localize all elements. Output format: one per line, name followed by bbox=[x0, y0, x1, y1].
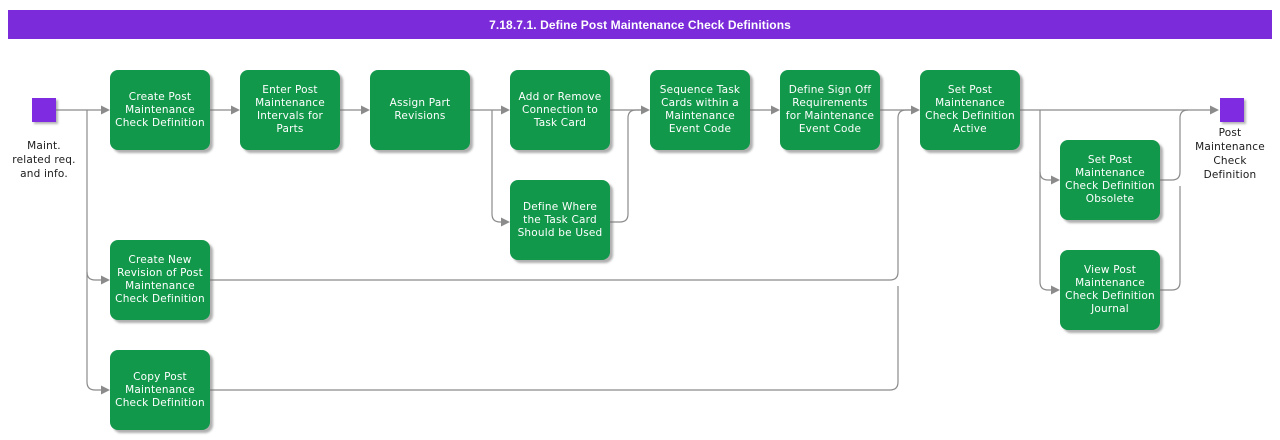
node-label: Copy Post Maintenance Check Definition bbox=[115, 370, 205, 409]
node-enter-post-maintenance-intervals-for-parts[interactable]: Enter Post Maintenance Intervals for Par… bbox=[240, 70, 340, 150]
end-terminal-label: Post Maintenance Check Definition bbox=[1195, 127, 1265, 181]
node-define-where-the-task-card-should-be-used[interactable]: Define Where the Task Card Should be Use… bbox=[510, 180, 610, 260]
node-add-or-remove-connection-to-task-card[interactable]: Add or Remove Connection to Task Card bbox=[510, 70, 610, 150]
node-sequence-task-cards-within-maintenance-event-code[interactable]: Sequence Task Cards within a Maintenance… bbox=[650, 70, 750, 150]
diagram-title-bar: 7.18.7.1. Define Post Maintenance Check … bbox=[8, 10, 1272, 39]
node-copy-post-maintenance-check-definition[interactable]: Copy Post Maintenance Check Definition bbox=[110, 350, 210, 430]
node-set-post-maintenance-check-definition-active[interactable]: Set Post Maintenance Check Definition Ac… bbox=[920, 70, 1020, 150]
end-terminal-square[interactable] bbox=[1220, 98, 1244, 122]
node-label: Assign Part Revisions bbox=[389, 97, 451, 122]
node-define-sign-off-requirements-for-maintenance-event-code[interactable]: Define Sign Off Requirements for Mainten… bbox=[780, 70, 880, 150]
node-label: Enter Post Maintenance Intervals for Par… bbox=[255, 84, 325, 135]
node-label: Set Post Maintenance Check Definition Ob… bbox=[1065, 154, 1155, 205]
node-set-post-maintenance-check-definition-obsolete[interactable]: Set Post Maintenance Check Definition Ob… bbox=[1060, 140, 1160, 220]
node-label: Create New Revision of Post Maintenance … bbox=[115, 254, 205, 305]
node-label: Sequence Task Cards within a Maintenance… bbox=[659, 84, 741, 135]
diagram-title: 7.18.7.1. Define Post Maintenance Check … bbox=[489, 17, 791, 32]
node-create-post-maintenance-check-definition[interactable]: Create Post Maintenance Check Definition bbox=[110, 70, 210, 150]
node-label: Add or Remove Connection to Task Card bbox=[518, 90, 602, 129]
node-label: Set Post Maintenance Check Definition Ac… bbox=[925, 84, 1015, 135]
node-label: Create Post Maintenance Check Definition bbox=[115, 90, 205, 129]
node-assign-part-revisions[interactable]: Assign Part Revisions bbox=[370, 70, 470, 150]
node-label: Define Where the Task Card Should be Use… bbox=[517, 200, 603, 239]
node-label: Define Sign Off Requirements for Mainten… bbox=[785, 84, 875, 135]
start-terminal-label: Maint. related req. and info. bbox=[12, 140, 76, 180]
node-view-post-maintenance-check-definition-journal[interactable]: View Post Maintenance Check Definition J… bbox=[1060, 250, 1160, 330]
start-terminal-square[interactable] bbox=[32, 98, 56, 122]
node-label: View Post Maintenance Check Definition J… bbox=[1065, 264, 1155, 315]
node-create-new-revision-of-post-maintenance-check-definition[interactable]: Create New Revision of Post Maintenance … bbox=[110, 240, 210, 320]
